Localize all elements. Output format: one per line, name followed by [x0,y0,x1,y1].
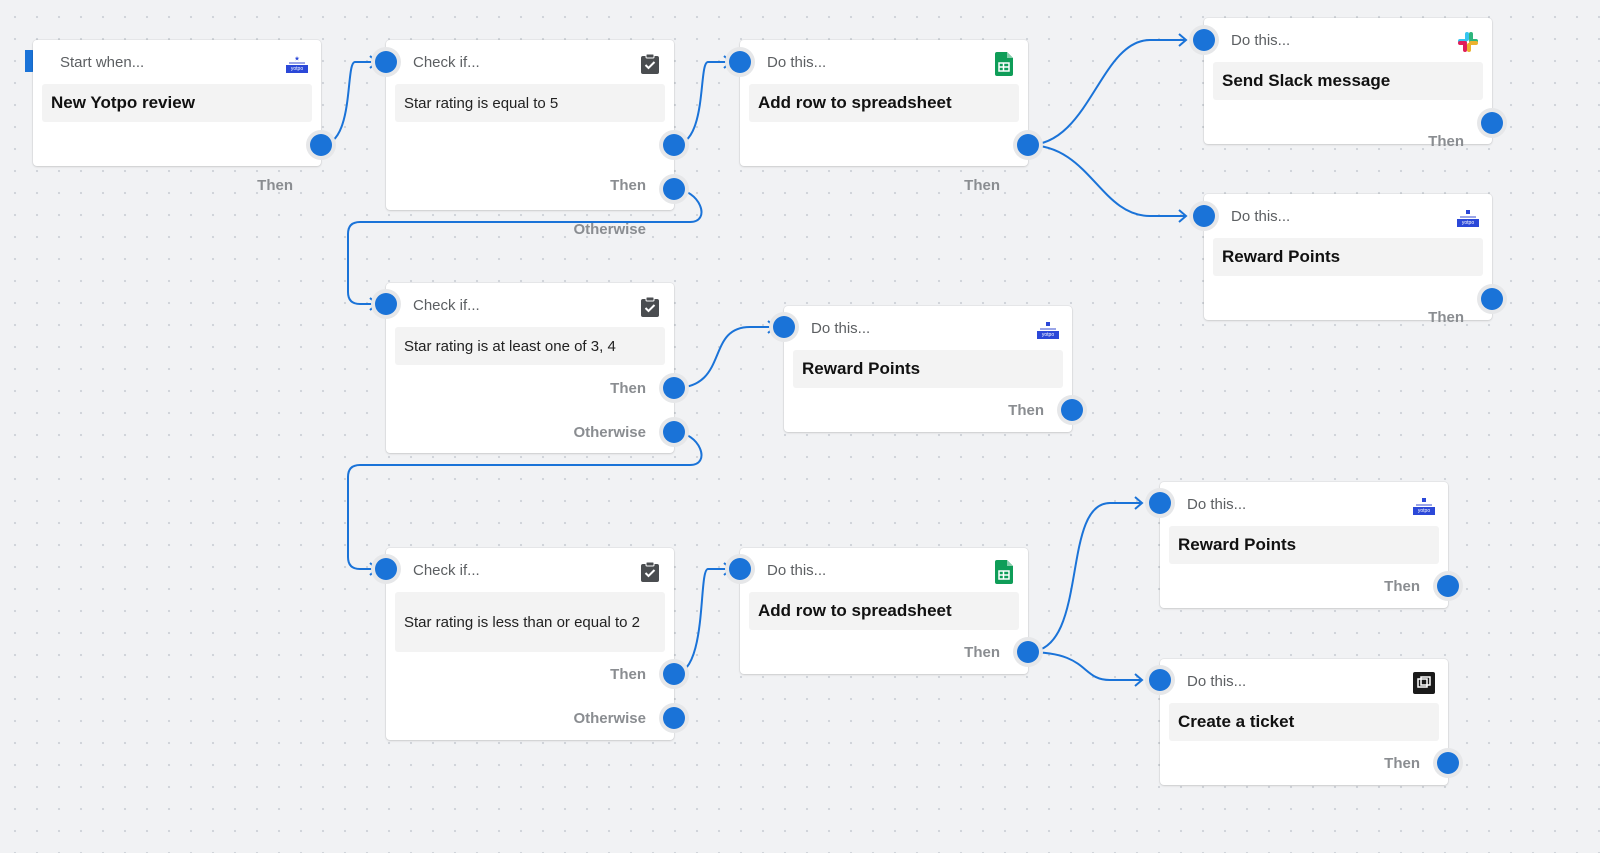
then-label: Then [1428,133,1464,150]
sheet1-input-port[interactable] [729,51,751,73]
node-header: Start when... [60,53,145,71]
slack-icon [1456,30,1480,54]
sheet2-then-port[interactable] [1017,641,1039,663]
check1-otherwise-port[interactable] [663,178,685,200]
reward3-input-port[interactable] [1149,492,1171,514]
node-title: New Yotpo review [42,84,312,122]
sheet1-then-port[interactable] [1017,134,1039,156]
wire-sheet1-to-slack[interactable] [1027,39,1185,146]
check1-input-port[interactable] [375,51,397,73]
then-label: Then [964,644,1000,661]
node-header: Do this... [1187,495,1247,513]
node-title: Reward Points [1169,526,1439,564]
node-title: Add row to spreadsheet [749,84,1019,122]
node-title: Reward Points [1213,238,1483,276]
node-check-equal-5[interactable]: Check if... Star rating is equal to 5 Th… [386,40,674,238]
node-add-row-spreadsheet[interactable]: Do this... Add row to spreadsheet Then [740,40,1028,194]
reward1-input-port[interactable] [1193,205,1215,227]
reward2-input-port[interactable] [773,316,795,338]
then-label: Then [1384,755,1420,772]
node-send-slack-message[interactable]: Do this... Send Slack message Then [1204,18,1492,150]
node-header: Check if... [413,296,480,314]
then-label: Then [610,177,646,194]
sheet2-input-port[interactable] [729,558,751,580]
check2-then-port[interactable] [663,377,685,399]
node-create-ticket[interactable]: Do this... Create a ticket Then [1160,659,1448,785]
check2-otherwise-port[interactable] [663,421,685,443]
node-title: Send Slack message [1213,62,1483,100]
node-title: Add row to spreadsheet [749,592,1019,630]
node-check-less-equal-2[interactable]: Check if... Star rating is less than or … [386,548,674,740]
then-label: Then [610,380,646,397]
node-header: Do this... [767,53,827,71]
check1-then-port[interactable] [663,134,685,156]
check3-otherwise-port[interactable] [663,707,685,729]
node-reward-points-1[interactable]: Do this... yotpo Reward Points Then [1204,194,1492,326]
slack-then-port[interactable] [1481,112,1503,134]
condition-text: Star rating is less than or equal to 2 [395,592,665,652]
then-label: Then [1008,402,1044,419]
otherwise-label: Otherwise [573,221,646,238]
wire-check1-then-to-sheet1[interactable] [673,61,730,146]
yotpo-loyalty-icon: yotpo [1412,494,1436,518]
wire-sheet2-to-reward3[interactable] [1027,502,1141,653]
node-header: Do this... [1187,672,1247,690]
node-add-row-spreadsheet-2[interactable]: Do this... Add row to spreadsheet Then [740,548,1028,674]
node-header: Check if... [413,53,480,71]
clipboard-check-icon [638,295,662,319]
node-header: Do this... [811,319,871,337]
then-label: Then [1428,309,1464,326]
ticket-then-port[interactable] [1437,752,1459,774]
node-title: Reward Points [793,350,1063,388]
then-label: Then [1384,578,1420,595]
reward3-then-port[interactable] [1437,575,1459,597]
node-reward-points-2[interactable]: Do this... yotpo Reward Points Then [784,306,1072,432]
wire-check3-then-to-sheet2[interactable] [673,568,730,675]
yotpo-reviews-icon: yotpo [285,52,309,76]
then-label: Then [257,177,293,194]
check3-input-port[interactable] [375,558,397,580]
node-title: Create a ticket [1169,703,1439,741]
node-check-3-or-4[interactable]: Check if... Star rating is at least one … [386,283,674,453]
then-label: Then [964,177,1000,194]
slack-input-port[interactable] [1193,29,1215,51]
wire-start-to-check1[interactable] [320,61,376,146]
node-reward-points-3[interactable]: Do this... yotpo Reward Points Then [1160,482,1448,608]
node-header: Check if... [413,561,480,579]
google-sheets-icon [992,560,1016,584]
yotpo-loyalty-icon: yotpo [1456,206,1480,230]
ticket-input-port[interactable] [1149,669,1171,691]
node-start[interactable]: Start when... yotpo New Yotpo review The… [33,40,321,194]
clipboard-check-icon [638,52,662,76]
start-then-port[interactable] [310,134,332,156]
reward1-then-port[interactable] [1481,288,1503,310]
otherwise-label: Otherwise [573,424,646,441]
reward2-then-port[interactable] [1061,399,1083,421]
condition-text: Star rating is equal to 5 [395,84,665,122]
wire-sheet1-to-reward1[interactable] [1027,144,1185,217]
condition-text: Star rating is at least one of 3, 4 [395,327,665,365]
check2-input-port[interactable] [375,293,397,315]
then-label: Then [610,666,646,683]
google-sheets-icon [992,52,1016,76]
wire-check2-then-to-reward2[interactable] [673,326,774,389]
wire-sheet2-to-ticket[interactable] [1027,651,1141,681]
otherwise-label: Otherwise [573,710,646,727]
node-header: Do this... [1231,207,1291,225]
yotpo-loyalty-icon: yotpo [1036,318,1060,342]
node-header: Do this... [767,561,827,579]
check3-then-port[interactable] [663,663,685,685]
node-header: Do this... [1231,31,1291,49]
ticket-icon [1412,671,1436,695]
clipboard-check-icon [638,560,662,584]
